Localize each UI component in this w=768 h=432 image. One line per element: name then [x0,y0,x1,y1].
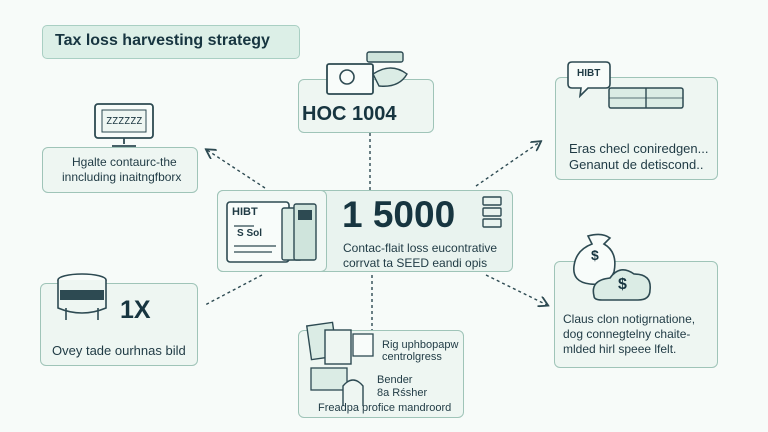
document-icon [226,201,317,263]
screen-text: ZZZZZZ [106,116,143,127]
server-stack-icon [482,196,502,228]
speech-bubble-text: HIBT [577,68,601,79]
line-to-bottom-left [204,274,263,306]
center-text-line2: corrvat ta SEED eandi opis [343,256,488,270]
bottom-center-text-line3: Bender [377,374,413,386]
computer-icon [94,103,154,147]
cash-stack-icon [608,87,684,109]
top-right-text-line1: Eras checl coniredgen... [569,141,709,156]
bottom-right-text-line1: Claus clon notigrnatione, [563,312,696,326]
bottom-center-text-line5: Freadpa profice mandroord [318,402,452,414]
center-tag: HIBT [232,206,258,218]
arrow-to-top-left [207,150,266,189]
bottom-center-text-line1: Rig uphbopapw [382,339,459,351]
top-label: HOC 1004 [302,103,397,125]
arrow-to-bottom-right [485,274,547,305]
money-bag-icon [573,233,651,301]
center-tag-secondary: S Sol [237,228,263,239]
speech-bubble-icon [567,61,611,99]
top-left-text-line1: Hgalte contaurc-the [72,155,177,169]
money-bag-symbol: $ [591,247,599,263]
bottom-center-text-line4: 8a Rśsher [377,387,428,399]
center-text-line1: Contac-flait loss eucontrative [343,241,498,255]
bottom-right-text-line3: mlded hirl speee lfelt. [563,342,677,356]
video-monitor-icon [326,51,408,95]
bottom-left-text-line1: Ovey tade ourhnas bild [52,343,186,358]
documents-chart-icon [305,321,374,406]
top-left-text-line2: inncluding inaitngfborx [62,170,182,184]
top-right-text-line2: Genanut de detiscond.. [569,157,704,172]
cloud-dollar-symbol: $ [618,276,627,293]
bottom-center-text-line2: centrolgress [382,351,442,363]
center-value: 1 5000 [342,194,456,235]
diagram-title: Tax loss harvesting strategy [42,25,300,59]
arrow-to-top-right [475,142,540,187]
bottom-right-text-line2: dog connegtelny chaite- [563,327,691,341]
server-drum-icon [57,273,107,320]
bottom-left-value: 1X [120,296,151,324]
top-left-node [42,147,198,193]
